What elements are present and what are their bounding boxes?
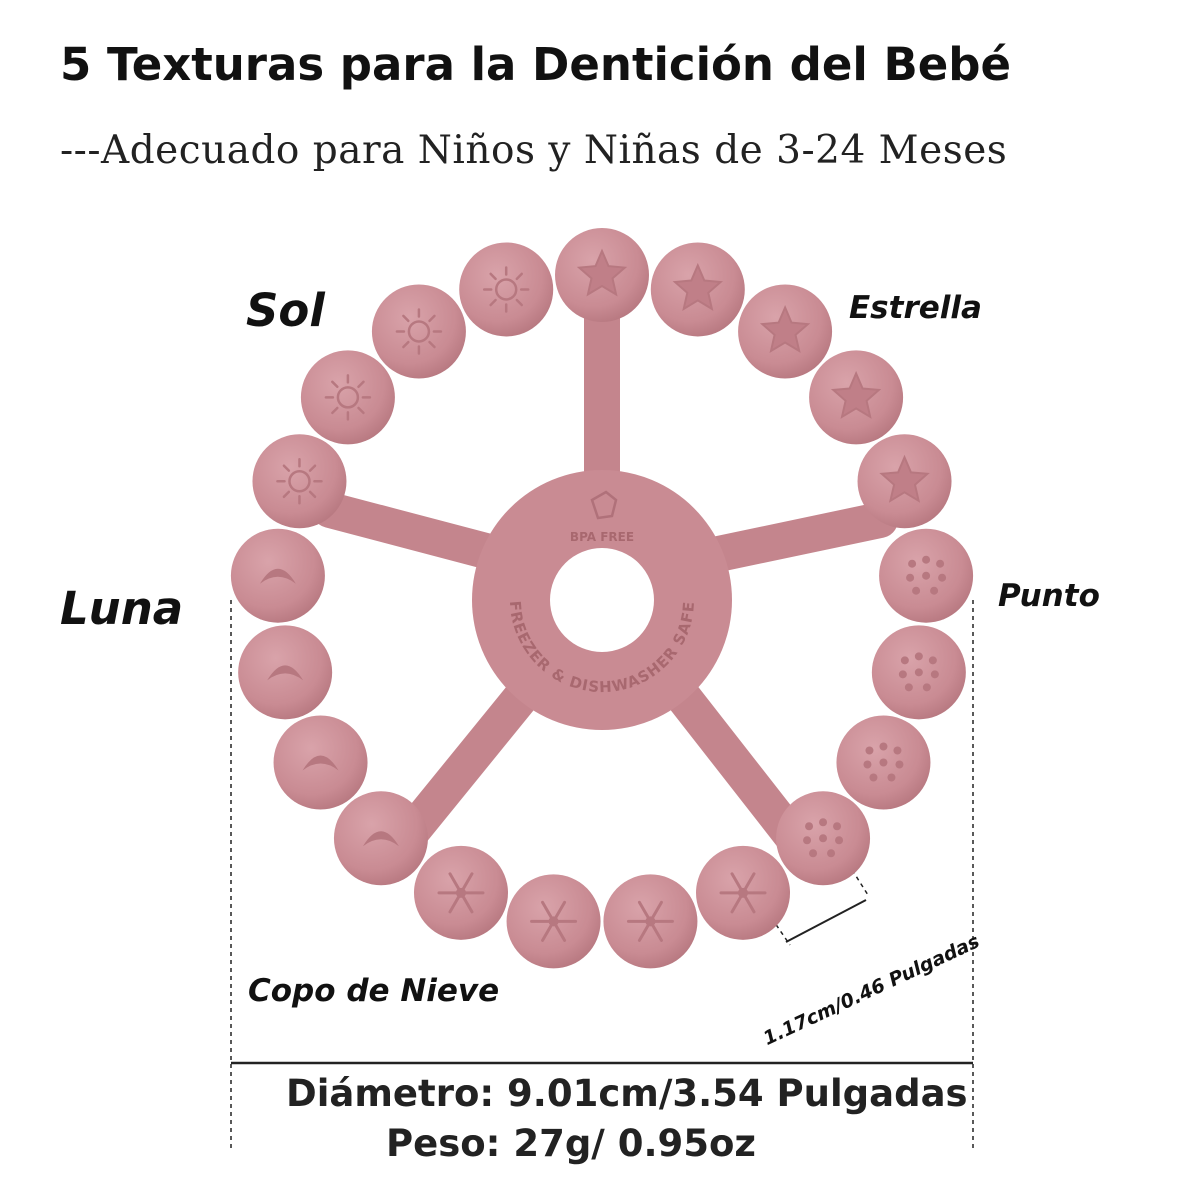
- bead-snow: [696, 845, 791, 940]
- label-sun: Sol: [246, 284, 325, 337]
- dimension-lines: [230, 600, 974, 1150]
- bead-dot: [836, 715, 931, 810]
- bead-sun: [459, 242, 554, 337]
- bead-moon: [230, 528, 325, 623]
- label-moon: Luna: [60, 582, 184, 635]
- page-title: 5 Texturas para la Dentición del Bebé: [60, 38, 1011, 91]
- leaf-icon: [590, 490, 618, 520]
- bead-moon: [273, 715, 368, 810]
- bead-star: [738, 284, 833, 379]
- bead-moon: [333, 791, 428, 886]
- label-snowflake: Copo de Nieve: [248, 973, 500, 1009]
- weight-spec: Peso: 27g/ 0.95oz: [386, 1122, 756, 1165]
- bead-dot: [776, 791, 871, 886]
- diameter-spec: Diámetro: 9.01cm/3.54 Pulgadas: [286, 1072, 968, 1115]
- bead-sun: [371, 284, 466, 379]
- bead-snow: [603, 874, 698, 969]
- bead-snow: [506, 874, 601, 969]
- bead-sun: [300, 350, 395, 445]
- bead-snow: [413, 845, 508, 940]
- bpa-free-text: BPA FREE: [570, 530, 634, 544]
- bead-dot: [871, 625, 966, 720]
- bead-star: [809, 350, 904, 445]
- teether-bead-ring: [230, 228, 974, 969]
- bead-sun: [252, 434, 347, 529]
- bead-star: [857, 434, 952, 529]
- label-dot: Punto: [998, 578, 1100, 614]
- bead-moon: [238, 625, 333, 720]
- label-star: Estrella: [849, 290, 982, 326]
- bead-dot: [879, 528, 974, 623]
- page-subtitle: ---Adecuado para Niños y Niñas de 3-24 M…: [60, 128, 1008, 173]
- bead-star: [555, 228, 649, 322]
- bead-star: [650, 242, 745, 337]
- teether-hub: BPA FREE FREEZER & DISHWASHER SAFE: [472, 470, 732, 730]
